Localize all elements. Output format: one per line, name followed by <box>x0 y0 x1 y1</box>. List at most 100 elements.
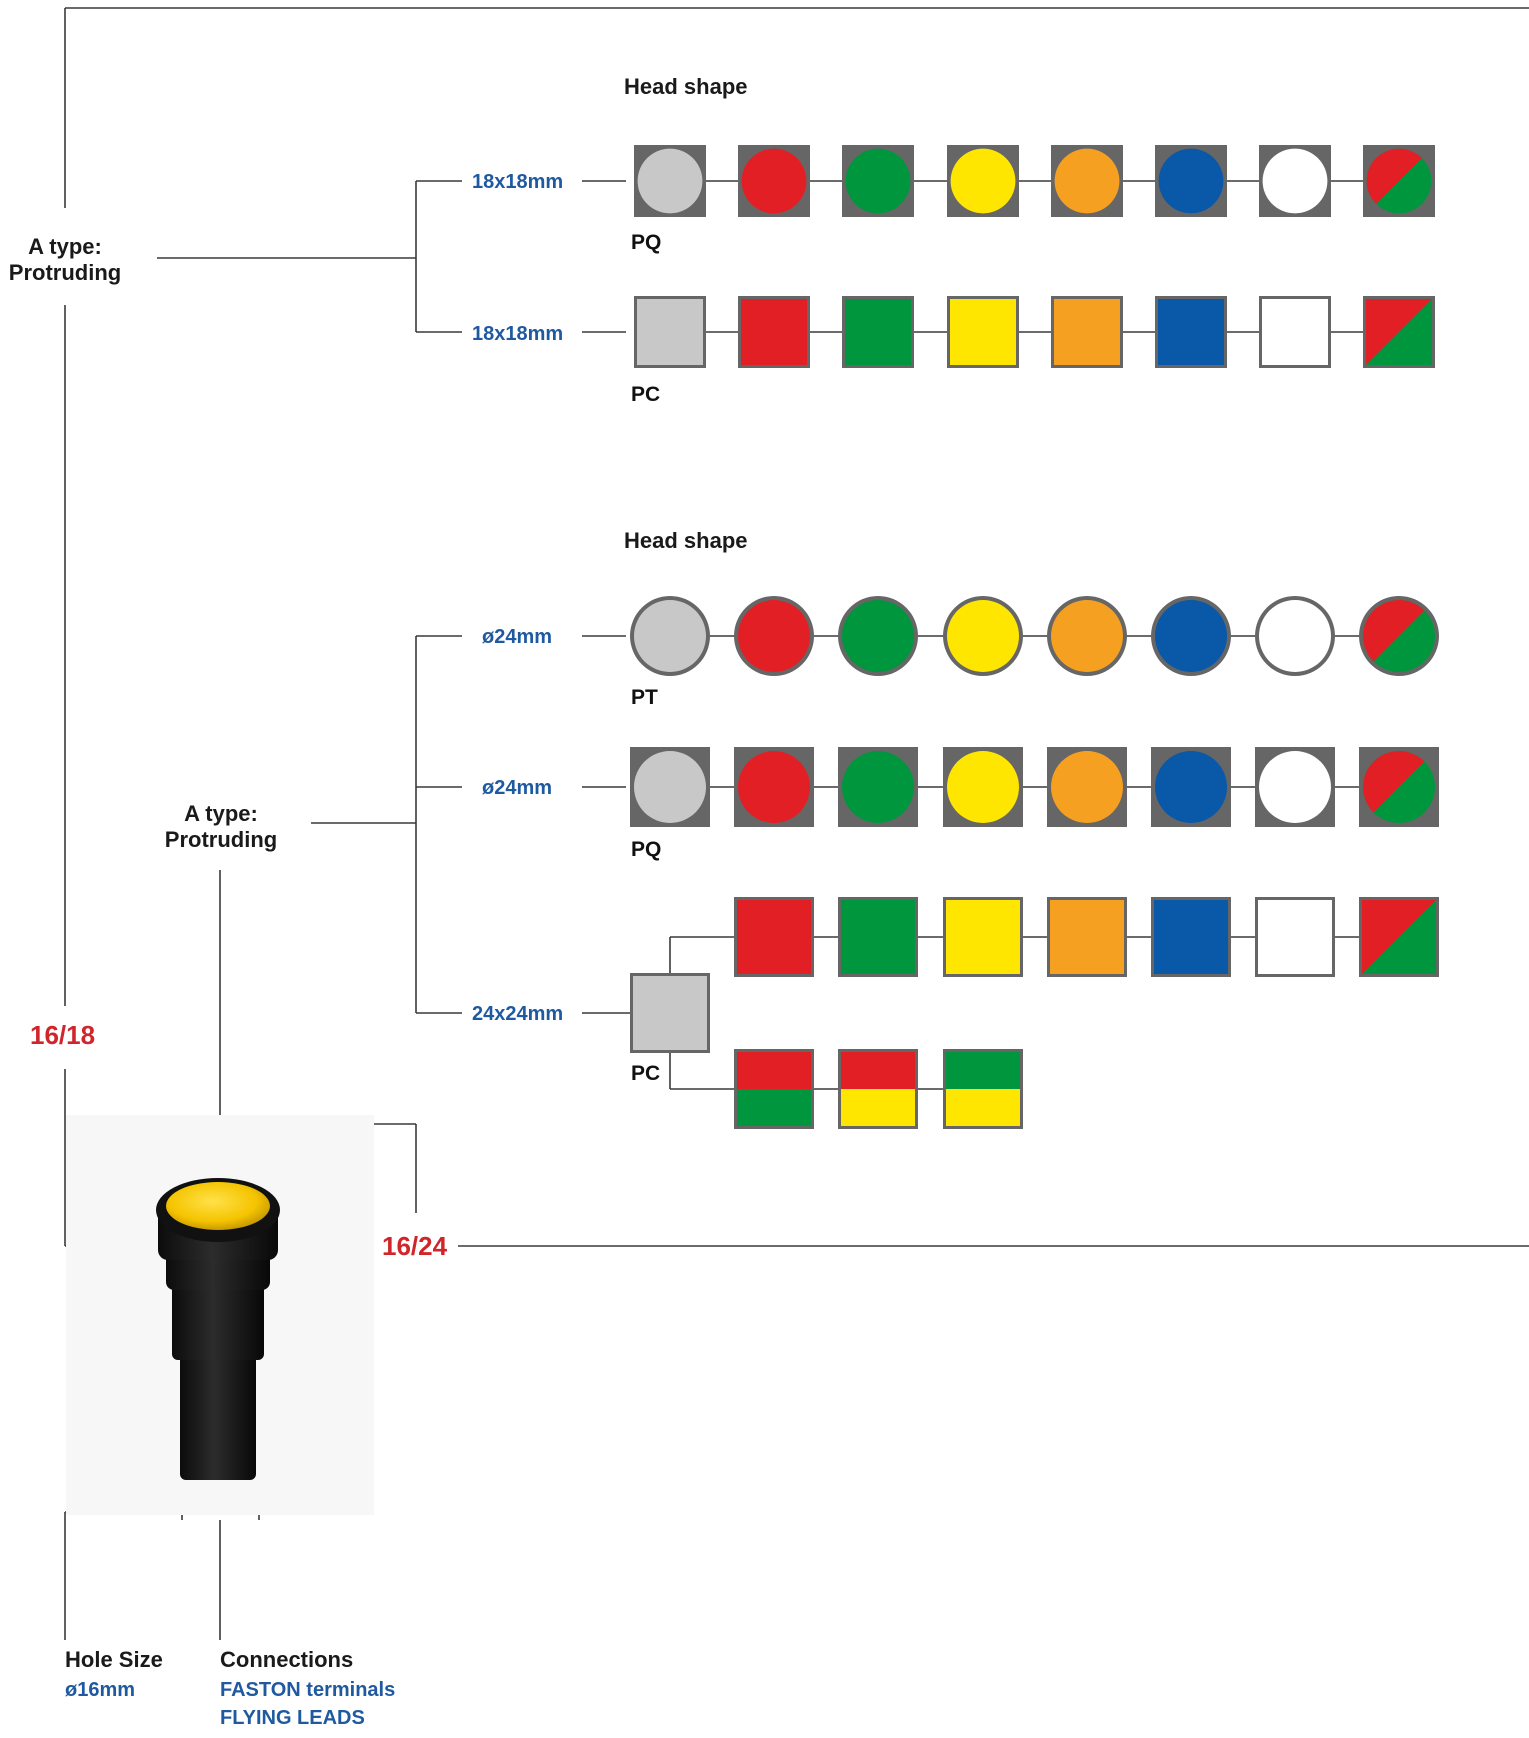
swatch-24-pq-light_grey-lens <box>634 751 706 823</box>
swatch-24-pt-blue <box>1151 596 1231 676</box>
swatch-18-pc-red-green-green-half <box>1366 299 1432 365</box>
swatch-18-pc-yellow-lens <box>950 299 1016 365</box>
swatch-24-pt-white <box>1255 596 1335 676</box>
swatch-18-pq-orange-lens <box>1054 148 1120 214</box>
type-label-18: A type: Protruding <box>2 234 128 286</box>
swatch-24-pq-light_grey <box>630 747 710 827</box>
type-label-24: A type: Protruding <box>158 801 284 853</box>
hole-size-value: ø16mm <box>65 1679 136 1701</box>
swatch-24-pc-top-red-green <box>1359 897 1439 977</box>
swatch-24-pq-green-lens <box>842 751 914 823</box>
swatch-18-pq-blue <box>1155 145 1227 217</box>
product-body <box>172 1280 264 1360</box>
swatch-24-pc-bottom-green-yellow-bottom <box>946 1089 1020 1126</box>
swatch-24-pc-top-blue <box>1151 897 1231 977</box>
swatch-24-pc-top-white-lens <box>1258 900 1332 974</box>
swatch-18-pc-yellow <box>947 296 1019 368</box>
swatch-24-pq-red-green <box>1359 747 1439 827</box>
swatch-24-pt-blue-lens <box>1155 600 1227 672</box>
type-label-18-line2: Protruding <box>8 260 122 285</box>
swatch-24-pq-yellow <box>943 747 1023 827</box>
swatch-24-pc-bottom-red-yellow <box>838 1049 918 1129</box>
size-label-24-pt: ø24mm <box>482 626 553 648</box>
swatch-24-pq-green <box>838 747 918 827</box>
swatch-18-pq-red-green <box>1363 145 1435 217</box>
swatch-24-pq-red-green-red-half <box>1363 751 1425 813</box>
swatch-18-pc-red <box>738 296 810 368</box>
swatch-24-pc-base-lens <box>633 976 707 1050</box>
swatch-24-pc-top-blue-lens <box>1154 900 1228 974</box>
swatch-24-pc-top-orange <box>1047 897 1127 977</box>
swatch-18-pq-red <box>738 145 810 217</box>
swatch-24-pq-white <box>1255 747 1335 827</box>
type-label-24-line1: A type: <box>184 801 258 826</box>
swatch-24-pc-top-white <box>1255 897 1335 977</box>
swatch-24-pt-red-green-red-half <box>1363 600 1425 662</box>
size-label-18-pq: 18x18mm <box>472 171 564 193</box>
swatch-24-pc-bottom-red-yellow-bottom <box>841 1089 915 1126</box>
size-label-24-pc: 24x24mm <box>472 1003 564 1025</box>
swatch-24-pc-bottom-red-yellow-top <box>841 1052 915 1089</box>
swatch-24-pq-blue-lens <box>1155 751 1227 823</box>
connections-label: Connections <box>220 1647 354 1672</box>
swatch-24-pt-light_grey <box>630 596 710 676</box>
swatch-18-pq-yellow <box>947 145 1019 217</box>
code-label-24-pc: PC <box>631 1062 661 1085</box>
swatch-24-pt-red-green <box>1359 596 1439 676</box>
hole-size-label: Hole Size <box>65 1647 163 1672</box>
product-lens <box>166 1182 270 1230</box>
swatch-18-pq-light_grey-lens <box>637 148 703 214</box>
swatch-24-pt-green-lens <box>842 600 914 672</box>
size-label-18-pc: 18x18mm <box>472 323 564 345</box>
swatch-18-pq-red-green-red-half <box>1366 148 1422 204</box>
swatch-24-pt-white-lens <box>1259 600 1331 672</box>
swatches <box>630 145 1439 1129</box>
swatch-24-pc-top-orange-lens <box>1050 900 1124 974</box>
swatch-24-pq-orange <box>1047 747 1127 827</box>
swatch-18-pq-red-lens <box>741 148 807 214</box>
product-tail <box>180 1345 256 1480</box>
connections-value-flying-leads: FLYING LEADS <box>220 1707 365 1729</box>
swatch-18-pq-orange <box>1051 145 1123 217</box>
swatch-24-pc-bottom-red-green-top <box>737 1052 811 1089</box>
swatch-24-pt-light_grey-lens <box>634 600 706 672</box>
swatch-24-pq-yellow-lens <box>947 751 1019 823</box>
code-label-24-pt: PT <box>631 686 658 709</box>
swatch-18-pq-blue-lens <box>1158 148 1224 214</box>
swatch-18-pc-white <box>1259 296 1331 368</box>
pilot-light-image <box>66 1115 374 1515</box>
swatch-18-pq-light_grey <box>634 145 706 217</box>
swatch-18-pc-green <box>842 296 914 368</box>
swatch-24-pt-orange <box>1047 596 1127 676</box>
swatch-24-pq-red <box>734 747 814 827</box>
swatch-24-pc-bottom-red-green <box>734 1049 814 1129</box>
swatch-18-pq-green <box>842 145 914 217</box>
swatch-24-pt-orange-lens <box>1051 600 1123 672</box>
swatch-18-pq-yellow-lens <box>950 148 1016 214</box>
code-label-18-pq: PQ <box>631 231 662 254</box>
swatch-18-pc-green-lens <box>845 299 911 365</box>
connections-value-faston: FASTON terminals <box>220 1679 396 1701</box>
swatch-24-pt-yellow-lens <box>947 600 1019 672</box>
swatch-24-pc-top-red-lens <box>737 900 811 974</box>
swatch-24-pq-orange-lens <box>1051 751 1123 823</box>
swatch-24-pc-top-red-green-green-half <box>1362 900 1436 974</box>
head-shape-title-24: Head shape <box>624 528 748 553</box>
swatch-24-pq-blue <box>1151 747 1231 827</box>
swatch-18-pc-orange <box>1051 296 1123 368</box>
swatch-24-pq-red-lens <box>738 751 810 823</box>
dimension-16-24: 16/24 <box>376 1231 454 1262</box>
swatch-24-pt-red <box>734 596 814 676</box>
code-label-24-pq: PQ <box>631 838 662 861</box>
swatch-18-pq-white <box>1259 145 1331 217</box>
swatch-18-pc-blue <box>1155 296 1227 368</box>
swatch-24-pq-white-lens <box>1259 751 1331 823</box>
swatch-24-pc-top-yellow <box>943 897 1023 977</box>
swatch-18-pc-light_grey-lens <box>637 299 703 365</box>
swatch-24-pc-top-red <box>734 897 814 977</box>
head-shape-title-18: Head shape <box>624 74 748 99</box>
swatch-24-pt-yellow <box>943 596 1023 676</box>
swatch-18-pq-white-lens <box>1262 148 1328 214</box>
swatch-18-pc-light_grey <box>634 296 706 368</box>
